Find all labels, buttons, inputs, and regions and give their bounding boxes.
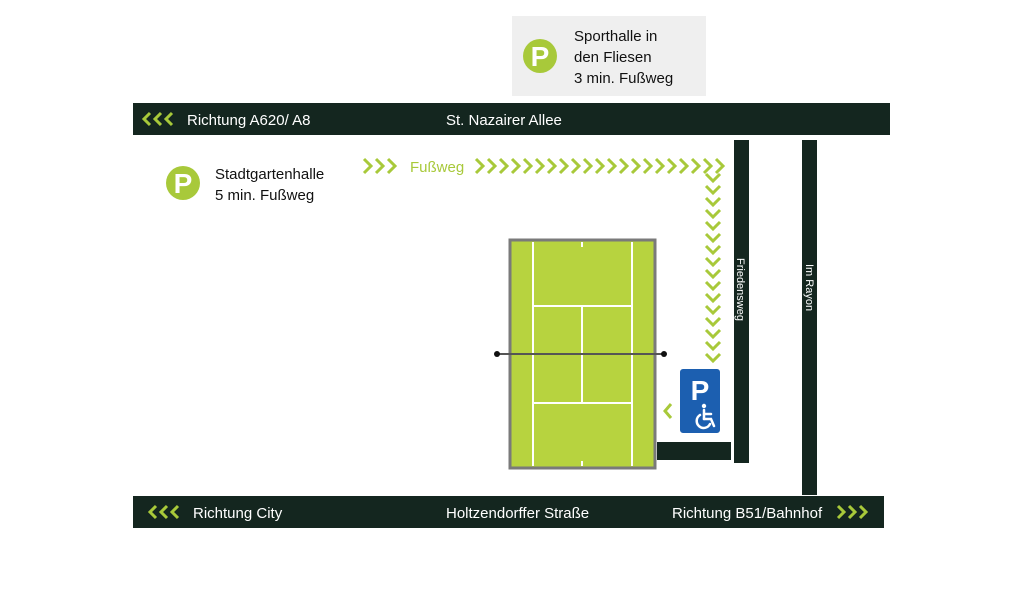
walkway-chevron (666, 157, 678, 175)
parking-north-box: P Sporthalle in den Fliesen 3 min. Fußwe… (512, 16, 706, 96)
walkway-label: Fußweg (410, 159, 464, 176)
chevron-left-icon (147, 504, 180, 520)
walkway-chevron (704, 352, 722, 364)
parking-icon: P (166, 166, 200, 200)
walkway-chevron (704, 172, 722, 184)
walkway-chevrons-vertical (704, 172, 722, 364)
road-label-friedensweg: Friedensweg (734, 258, 746, 321)
tennis-court (494, 238, 667, 470)
walkway-chevron (704, 244, 722, 256)
wheelchair-icon (695, 403, 716, 430)
road-label-holtzendorffer-strasse: Holtzendorffer Straße (446, 505, 589, 522)
walkway-chevron (386, 157, 398, 175)
walkway-chevron (702, 157, 714, 175)
walkway-chevron (606, 157, 618, 175)
walkway-chevron (704, 304, 722, 316)
walkway-chevron (582, 157, 594, 175)
parking-north-name-line2: den Fliesen (574, 49, 652, 66)
road-friedensweg: Friedensweg (734, 140, 749, 463)
walkway-chevron (546, 157, 558, 175)
walkway-chevron (704, 256, 722, 268)
walkway-chevron (704, 292, 722, 304)
walkway-chevron (704, 196, 722, 208)
walkway-chevron (486, 157, 498, 175)
svg-text:P: P (691, 375, 710, 406)
walkway-chevron (704, 340, 722, 352)
walkway-chevron (704, 184, 722, 196)
chevron-right-icon (836, 504, 869, 520)
walkway-chevron (704, 232, 722, 244)
walkway-chevrons-start (362, 157, 398, 175)
walkway-chevron (704, 220, 722, 232)
walkway-chevron (704, 328, 722, 340)
walkway-chevron (654, 157, 666, 175)
parking-icon: P (523, 39, 557, 73)
tennis-net (494, 351, 667, 357)
parking-west-walk-time: 5 min. Fußweg (215, 187, 314, 204)
walkway-chevron (474, 157, 486, 175)
walkway-path: Fußweg (362, 157, 726, 419)
driveway (657, 442, 731, 460)
walkway-chevron (704, 280, 722, 292)
walkway-chevron (510, 157, 522, 175)
svg-text:P: P (531, 41, 550, 72)
walkway-chevron (704, 208, 722, 220)
walkway-chevron (498, 157, 510, 175)
walkway-chevron (690, 157, 702, 175)
walkway-chevron (362, 157, 374, 175)
road-label-im-rayon: Im Rayon (803, 264, 815, 311)
disabled-parking-sign: P (678, 367, 722, 435)
walkway-chevrons-horizontal (474, 157, 726, 175)
road-label-st-nazairer-allee: St. Nazairer Allee (446, 112, 562, 129)
walkway-chevron (570, 157, 582, 175)
walkway-chevron (374, 157, 386, 175)
walkway-chevron (618, 157, 630, 175)
road-st-nazairer-allee: Richtung A620/ A8 St. Nazairer Allee (133, 103, 890, 135)
parking-west-name: Stadtgartenhalle (215, 166, 324, 183)
chevron-left-icon (141, 111, 174, 127)
walkway-chevron (630, 157, 642, 175)
walkway-chevron-end (663, 403, 673, 419)
walkway-chevron (678, 157, 690, 175)
road-label-richtung-b51: Richtung B51/Bahnhof (672, 505, 823, 522)
walkway-chevron (714, 157, 726, 175)
walkway-chevron (534, 157, 546, 175)
road-label-richtung-city: Richtung City (193, 505, 283, 522)
road-label-richtung-a620: Richtung A620/ A8 (187, 112, 310, 129)
walkway-chevron (704, 316, 722, 328)
parking-west: P Stadtgartenhalle 5 min. Fußweg (166, 166, 324, 204)
walkway-chevron (558, 157, 570, 175)
svg-text:P: P (174, 168, 193, 199)
parking-north-walk-time: 3 min. Fußweg (574, 70, 673, 87)
walkway-chevron (522, 157, 534, 175)
road-im-rayon: Im Rayon (802, 140, 817, 495)
walkway-chevron (642, 157, 654, 175)
walkway-chevron (704, 268, 722, 280)
walkway-chevron (594, 157, 606, 175)
parking-north-name-line1: Sporthalle in (574, 28, 657, 45)
road-holtzendorffer-strasse: Richtung City Holtzendorffer Straße Rich… (133, 496, 884, 528)
